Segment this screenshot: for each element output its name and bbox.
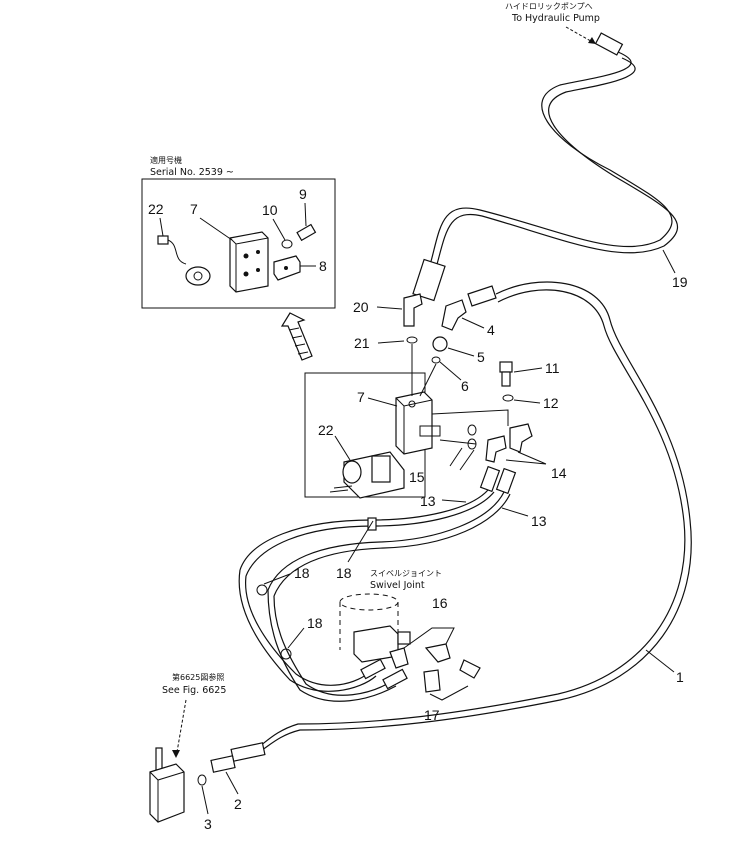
leader-5 xyxy=(447,347,475,357)
elbow-fitting-4 xyxy=(441,285,497,331)
leader-18c xyxy=(287,627,305,649)
label-22: 22 xyxy=(318,422,334,438)
serial-label-jp: 適用号機 xyxy=(150,155,182,165)
leader-6 xyxy=(439,361,462,381)
leader-9-inset xyxy=(304,202,307,227)
fig-ref-label-en: See Fig. 6625 xyxy=(162,685,226,696)
label-11: 11 xyxy=(545,360,560,376)
o-ring-21 xyxy=(406,336,418,344)
connection-lines-top xyxy=(411,344,437,397)
label-6: 6 xyxy=(461,378,469,394)
serial-label-en: Serial No. 2539 ~ xyxy=(150,167,234,178)
leader-16 xyxy=(403,627,455,649)
o-ring-6 xyxy=(431,356,441,364)
elbow-adapter-14b xyxy=(485,435,507,463)
label-21: 21 xyxy=(354,335,370,351)
o-ring-15a xyxy=(467,424,477,436)
leader-2 xyxy=(225,771,239,795)
label-20: 20 xyxy=(353,299,369,315)
inset-solenoid-22 xyxy=(157,235,211,286)
o-ring-15b xyxy=(467,438,477,450)
label-7-inset: 7 xyxy=(190,201,198,217)
hose-18-routing xyxy=(238,517,408,702)
pump-label-jp: ハイドロリックポンプへ xyxy=(505,2,593,11)
label-15: 15 xyxy=(409,469,425,485)
leader-3 xyxy=(201,785,209,815)
inset-reference-arrow xyxy=(280,312,313,361)
label-5: 5 xyxy=(477,349,485,365)
label-1: 1 xyxy=(676,669,684,685)
label-8-inset: 8 xyxy=(319,258,327,274)
valve-block-3-target xyxy=(149,747,185,823)
solenoid-valve-22 xyxy=(329,451,405,499)
label-18b: 18 xyxy=(294,565,310,581)
leader-14 xyxy=(505,451,547,465)
inset-valve-block-7 xyxy=(229,231,269,293)
swivel-joint xyxy=(339,593,411,663)
serial-inset-box xyxy=(141,178,336,309)
washer-12 xyxy=(502,394,514,402)
bolt-11 xyxy=(499,361,513,387)
adapter-17 xyxy=(423,669,441,693)
swivel-label-en: Swivel Joint xyxy=(370,580,425,591)
leader-19 xyxy=(662,249,676,274)
leader-13a xyxy=(441,499,467,503)
leader-20 xyxy=(376,306,403,310)
label-9-inset: 9 xyxy=(299,186,307,202)
leader-21 xyxy=(377,340,405,344)
label-12: 12 xyxy=(543,395,559,411)
fig-ref-arrow xyxy=(172,699,187,758)
connector-2 xyxy=(210,755,236,773)
leader-18b xyxy=(263,573,291,585)
label-18c: 18 xyxy=(307,615,323,631)
leader-13b xyxy=(501,507,529,517)
label-22-inset: 22 xyxy=(148,201,164,217)
label-18a: 18 xyxy=(336,565,352,581)
inset-bolt-9 xyxy=(296,223,317,242)
o-ring-3 xyxy=(197,774,207,786)
inset-bracket-8 xyxy=(273,255,301,281)
label-7: 7 xyxy=(357,389,365,405)
label-14: 14 xyxy=(551,465,567,481)
leader-4 xyxy=(461,317,485,329)
plug-5 xyxy=(432,336,448,352)
fig-ref-label-jp: 第6625図参照 xyxy=(172,672,224,682)
label-16: 16 xyxy=(432,595,448,611)
label-13a: 13 xyxy=(420,493,436,509)
leader-18a xyxy=(347,520,374,563)
label-2: 2 xyxy=(234,796,242,812)
label-19: 19 xyxy=(672,274,688,290)
leader-11 xyxy=(513,367,543,373)
pump-arrow xyxy=(565,26,597,45)
elbow-fitting-20 xyxy=(403,293,423,327)
valve-block-7 xyxy=(395,391,441,455)
leader-10-inset xyxy=(272,218,286,241)
label-3: 3 xyxy=(204,816,212,832)
leader-22 xyxy=(334,435,351,461)
leader-17 xyxy=(429,685,469,701)
inset-washer-10 xyxy=(281,239,293,249)
hose-1 xyxy=(230,281,692,762)
elbow-adapter-14a xyxy=(509,423,533,453)
leader-7 xyxy=(367,397,398,407)
leader-12 xyxy=(513,399,541,404)
label-13b: 13 xyxy=(531,513,547,529)
hose-19 xyxy=(412,32,678,302)
leader-15 xyxy=(449,447,475,471)
pump-label-en: To Hydraulic Pump xyxy=(511,13,600,24)
label-10-inset: 10 xyxy=(262,202,278,218)
label-4: 4 xyxy=(487,322,495,338)
dash-connectors xyxy=(431,409,509,445)
adapter-16 xyxy=(389,643,481,679)
leader-22-inset xyxy=(159,217,164,237)
leader-7-inset xyxy=(199,217,233,241)
swivel-label-jp: スイベルジョイント xyxy=(370,569,442,578)
leader-1 xyxy=(645,649,675,673)
